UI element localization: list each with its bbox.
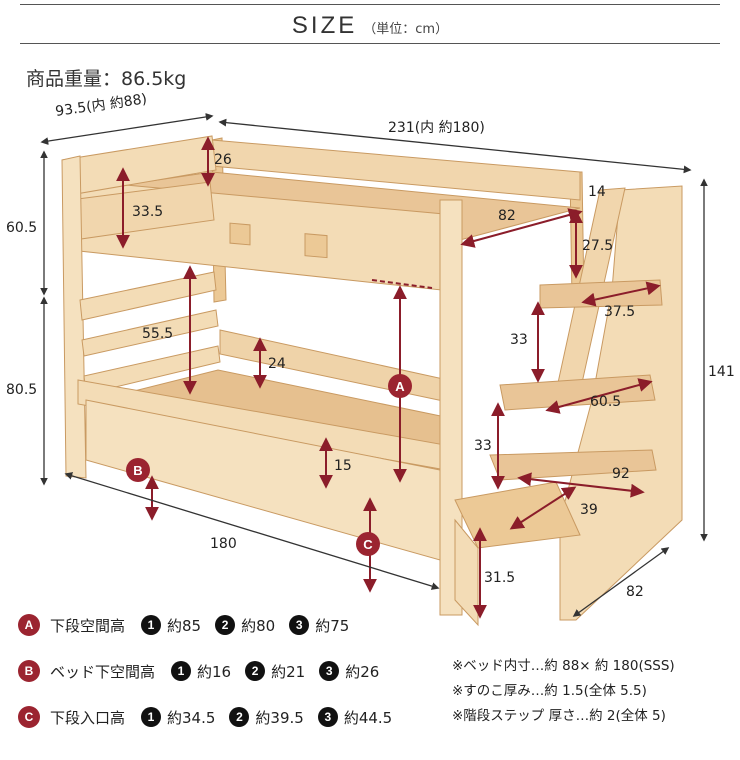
arrow-37-5	[581, 281, 661, 307]
legend-value: 約44.5	[343, 708, 393, 727]
legend-row-a: A 下段空間高 1 約85 2 約80 3 約75	[18, 614, 363, 636]
number-badge: 3	[317, 707, 338, 727]
dim-width-top: 93.5(内 約88)	[54, 91, 148, 120]
dim-step-27-5: 27.5	[582, 238, 613, 254]
legend-value: 約85	[167, 616, 202, 635]
number-badge: 1	[141, 707, 162, 727]
dim-step-31-5: 31.5	[484, 570, 515, 586]
dim-step-33-a: 33	[510, 332, 528, 348]
legend-value: 約39.5	[255, 708, 304, 727]
legend-label: ベッド下空間高	[50, 662, 156, 681]
dim-lower-15: 15	[334, 458, 352, 474]
arrow-60-5	[545, 378, 653, 414]
number-badge: 2	[229, 707, 250, 727]
product-weight: 商品重量：86.5kg	[26, 68, 187, 90]
dashed-guide	[371, 279, 433, 289]
front-right-post	[439, 199, 463, 616]
legend-value: 約80	[241, 616, 276, 635]
legend-label: 下段空間高	[50, 616, 126, 635]
number-badge: 3	[319, 661, 340, 681]
legend-badge: C	[18, 706, 40, 728]
dim-lower-height: 80.5	[6, 382, 37, 398]
header-bottom-line	[20, 43, 720, 44]
outer-dimension-lines	[40, 113, 708, 617]
legend-value: 約26	[345, 662, 380, 681]
dim-length-top: 231(内 約180)	[388, 120, 485, 136]
dim-length-bottom: 180	[210, 536, 237, 552]
lower-head-bar-1	[79, 271, 217, 321]
page-title: SIZE （単位：cm）	[0, 12, 740, 40]
arrow-82-upper	[460, 208, 583, 248]
number-badge: 1	[141, 615, 162, 635]
upper-front-plank-b	[304, 233, 328, 259]
stair-base	[454, 518, 479, 627]
badge-c: C	[356, 532, 380, 556]
badge-a: A	[388, 374, 412, 398]
dim-stair-82: 82	[626, 584, 644, 600]
arrow-92	[517, 472, 645, 498]
dim-post-14: 14	[588, 184, 606, 200]
dim-lower-24: 24	[268, 356, 286, 372]
line-stair-82	[572, 547, 670, 617]
number-badge: 1	[171, 661, 192, 681]
dim-step-92: 92	[612, 466, 630, 482]
number-badge: 2	[215, 615, 236, 635]
legend-label: 下段入口高	[50, 708, 126, 727]
dim-lower-55-5: 55.5	[142, 326, 173, 342]
legend-row-b: B ベッド下空間高 1 約16 2 約21 3 約26	[18, 660, 393, 682]
title-text: SIZE	[291, 12, 358, 39]
legend-row-c: C 下段入口高 1 約34.5 2 約39.5 3 約44.5	[18, 706, 406, 728]
dim-upper-inner-82: 82	[498, 208, 516, 224]
upper-front-plank-a	[229, 222, 251, 246]
dimension-labels: 93.5(内 約88) 231(内 約180) 60.5 80.5 141 26…	[6, 91, 735, 600]
legend-value: 約16	[197, 662, 232, 681]
notes: ※ベッド内寸…約 88× 約 180(SSS) ※すのこ厚み…約 1.5(全体 …	[452, 654, 675, 729]
badge-b-text: B	[133, 463, 142, 478]
badge-c-text: C	[363, 537, 373, 552]
dim-step-33-b: 33	[474, 438, 492, 454]
legend-badge: A	[18, 614, 40, 636]
dim-step-60-5: 60.5	[590, 394, 621, 410]
badge-b: B	[126, 458, 150, 482]
legend-value: 約21	[271, 662, 306, 681]
title-unit: （単位：cm）	[363, 22, 449, 37]
legend-value: 約34.5	[167, 708, 216, 727]
arrow-39	[509, 486, 577, 530]
step-top	[539, 279, 663, 309]
dim-rail-33-5: 33.5	[132, 204, 163, 220]
bunk-bed-diagram: 93.5(内 約88) 231(内 約180) 60.5 80.5 141 26…	[6, 91, 735, 627]
dim-rail-26: 26	[214, 152, 232, 168]
line-length-bottom	[64, 472, 440, 590]
dim-step-37-5: 37.5	[604, 304, 635, 320]
note-inner-size: ※ベッド内寸…約 88× 約 180(SSS)	[452, 658, 675, 674]
legend-value: 約75	[315, 616, 350, 635]
number-badge: 3	[289, 615, 310, 635]
badge-a-text: A	[395, 379, 405, 394]
line-width-top	[40, 113, 214, 145]
dim-upper-height: 60.5	[6, 220, 37, 236]
note-slat-thickness: ※すのこ厚み…約 1.5(全体 5.5)	[452, 683, 647, 699]
dim-total-height: 141	[708, 364, 735, 380]
note-step-thickness: ※階段ステップ 厚さ…約 2(全体 5)	[452, 708, 666, 724]
dim-step-39: 39	[580, 502, 598, 518]
line-length-top	[218, 118, 692, 174]
number-badge: 2	[245, 661, 266, 681]
legend-badge: B	[18, 660, 40, 682]
header-top-line	[20, 4, 720, 5]
